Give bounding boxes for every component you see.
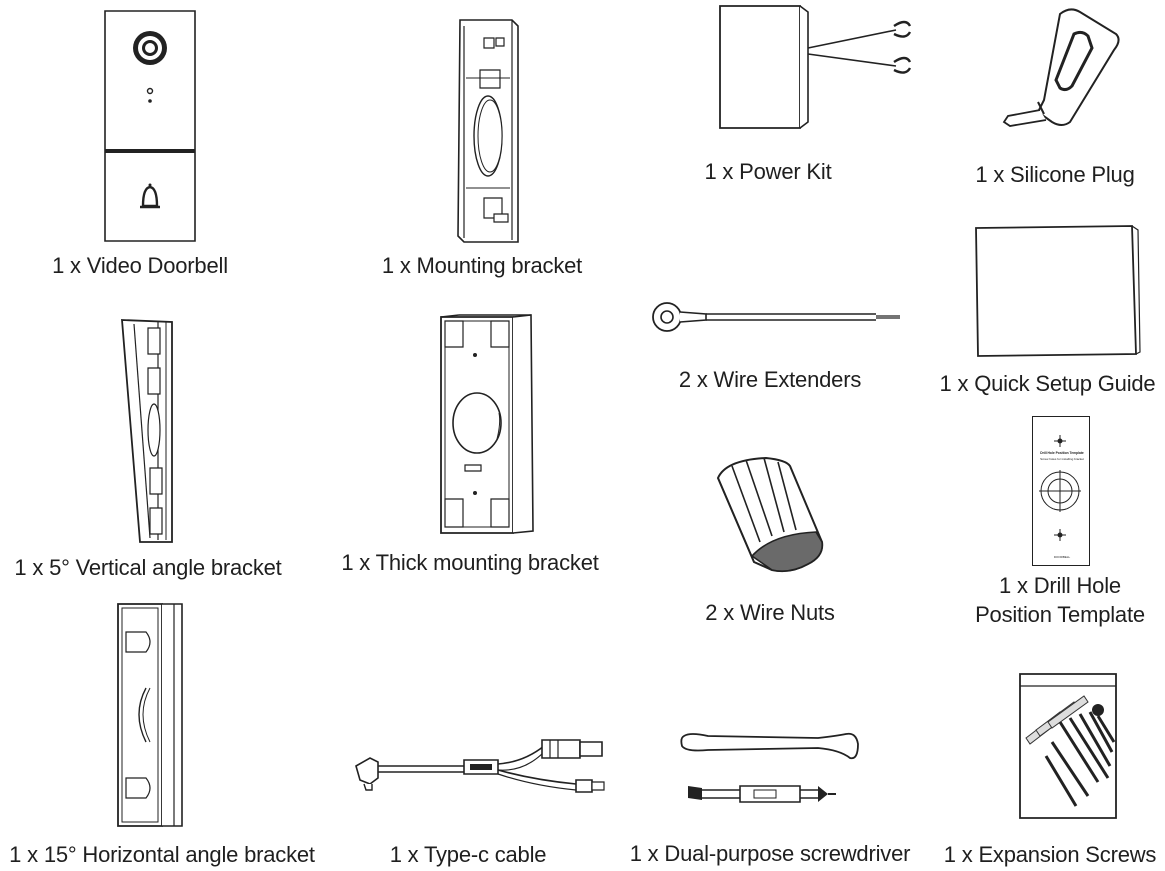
wire-extender-icon	[650, 300, 902, 334]
angle-bracket-icon	[116, 602, 184, 828]
screws-icon	[1018, 672, 1118, 820]
guide-icon	[974, 222, 1142, 358]
template-footer: DOORBELL	[1053, 555, 1071, 559]
caption-mounting-bracket: 1 x Mounting bracket	[381, 253, 583, 278]
screwdriver-icon	[678, 728, 862, 808]
caption-horizontal-angle-bracket: 1 x 15° Horizontal angle bracket	[9, 842, 315, 867]
caption-drill-template-line1: 1 x Drill Hole	[999, 573, 1121, 598]
bracket-icon	[454, 18, 520, 244]
caption-thick-mounting-bracket: 1 x Thick mounting bracket	[341, 550, 599, 575]
cable-icon	[354, 734, 610, 796]
caption-wire-extenders: 2 x Wire Extenders	[678, 367, 862, 392]
caption-quick-setup-guide: 1 x Quick Setup Guide	[939, 371, 1156, 396]
caption-typec-cable: 1 x Type-c cable	[389, 842, 547, 867]
caption-wire-nuts: 2 x Wire Nuts	[705, 600, 835, 625]
caption-video-doorbell: 1 x Video Doorbell	[52, 253, 228, 278]
wire-nut-icon	[716, 456, 826, 576]
caption-silicone-plug: 1 x Silicone Plug	[975, 162, 1135, 187]
caption-power-kit: 1 x Power Kit	[704, 159, 832, 184]
caption-drill-template-line2: Position Template	[975, 602, 1145, 627]
caption-vertical-angle-bracket: 1 x 5° Vertical angle bracket	[14, 555, 282, 580]
power-kit-icon	[716, 4, 914, 134]
caption-screwdriver: 1 x Dual-purpose screwdriver	[629, 841, 911, 866]
caption-expansion-screws: 1 x Expansion Screws	[943, 842, 1157, 867]
doorbell-icon	[104, 10, 196, 242]
angle-bracket-icon	[118, 318, 174, 544]
silicone-plug-icon	[1000, 4, 1122, 128]
template-subtext: Screw holes for installing bracket	[1040, 457, 1084, 461]
template-heading: Drill Hole Position Template	[1040, 451, 1084, 455]
thick-bracket-icon	[439, 313, 535, 535]
template-icon: Drill Hole Position Template Screw holes…	[1032, 416, 1090, 566]
